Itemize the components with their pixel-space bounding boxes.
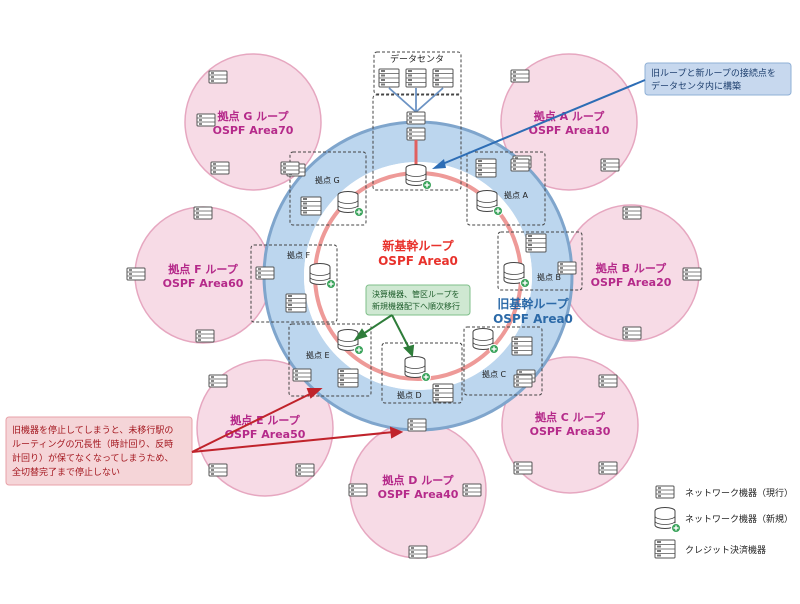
site-g-box	[289, 151, 367, 226]
warning-callout-line3: 計回り）が保てなくなってしまうため、	[12, 452, 174, 464]
site-f-name: 拠点 F ループ	[168, 262, 239, 276]
legend-current-label: ネットワーク機器（現行）	[685, 487, 793, 499]
datacenter-label: データセンタ	[390, 53, 444, 65]
old-core-ring	[264, 122, 572, 430]
legend-current-device-icon	[655, 485, 675, 499]
connection-callout	[644, 62, 792, 96]
site-a-area: OSPF Area10	[529, 124, 610, 137]
site-d-box-label: 拠点 D	[397, 390, 422, 400]
connection-callout-line1: 旧ループと新ループの接続点を	[651, 67, 776, 79]
legend: ネットワーク機器（現行） ネットワーク機器（新規） クレジット決済機器	[654, 485, 793, 559]
legend-new-device-icon	[654, 506, 682, 534]
site-g-box-label: 拠点 G	[315, 175, 340, 185]
site-c-box-label: 拠点 C	[482, 369, 507, 379]
datacenter-box	[373, 51, 462, 95]
site-b-name: 拠点 B ループ	[596, 261, 667, 275]
site-a-box	[466, 151, 546, 226]
site-circles	[134, 53, 700, 559]
migration-callout-line2: 新規機器配下へ順次移行	[372, 301, 460, 311]
warning-callout-line1: 旧機器を停止してしまうと、未移行駅の	[12, 424, 173, 436]
site-d-name: 拠点 D ループ	[382, 473, 454, 487]
warning-callout-line2: ルーティングの冗長性（時計回り、反時	[12, 438, 173, 450]
site-f-box-label: 拠点 F	[287, 250, 311, 260]
site-d-box	[381, 342, 463, 404]
legend-new-label: ネットワーク機器（新規）	[685, 513, 793, 525]
old-core-name: 旧基幹ループ	[497, 296, 569, 311]
site-d-area: OSPF Area40	[378, 488, 459, 501]
connection-callout-line2: データセンタ内に構築	[651, 80, 741, 92]
new-core-area: OSPF Area0	[378, 254, 458, 268]
site-g-circle	[184, 53, 322, 191]
site-g-name: 拠点 G ループ	[217, 109, 289, 123]
site-c-circle	[501, 356, 639, 494]
datacenter-core-box	[372, 94, 462, 191]
site-c-area: OSPF Area30	[530, 425, 611, 438]
site-b-area: OSPF Area20	[591, 276, 672, 289]
site-e-area: OSPF Area50	[225, 428, 306, 441]
site-a-circle	[500, 53, 638, 191]
site-f-area: OSPF Area60	[163, 277, 244, 290]
site-e-box	[288, 323, 372, 397]
legend-payment-label: クレジット決済機器	[685, 544, 766, 556]
site-b-box-label: 拠点 B	[537, 272, 561, 282]
new-core-name: 新基幹ループ	[382, 238, 454, 253]
site-f-box	[250, 244, 338, 323]
site-e-circle	[196, 359, 334, 497]
site-g-area: OSPF Area70	[213, 124, 294, 137]
site-a-box-label: 拠点 A	[504, 190, 529, 200]
migration-callout-line1: 決算機器、管区ループを	[372, 289, 460, 299]
site-e-box-label: 拠点 E	[306, 350, 330, 360]
warning-callout-line4: 全切替完了まで停止しない	[12, 466, 120, 478]
old-core-area: OSPF Area0	[493, 312, 573, 326]
legend-payment-device-icon	[654, 539, 676, 559]
migration-callout	[365, 284, 471, 316]
site-c-name: 拠点 C ループ	[535, 410, 606, 424]
site-c-box	[463, 326, 543, 396]
site-b-box	[497, 231, 583, 291]
